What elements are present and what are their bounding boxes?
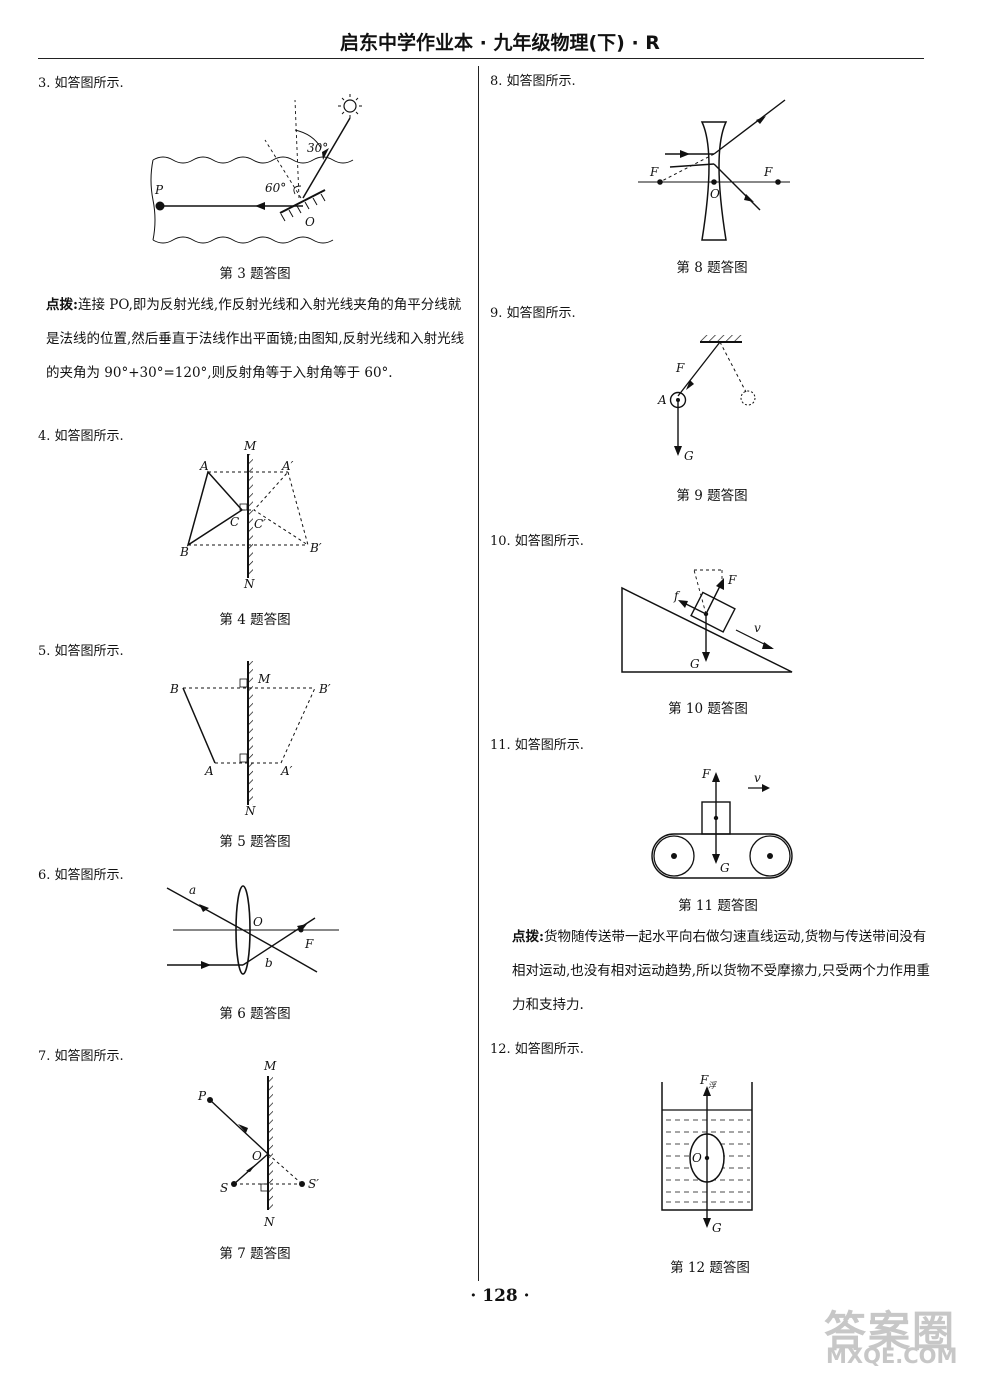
q4-label-c2: C′ (254, 517, 266, 531)
q11-caption: 第 11 题答图 (678, 898, 758, 914)
q6-label-b: b (265, 956, 273, 970)
q3-label-o: O (305, 215, 315, 229)
q3-angle-60: 60° (265, 181, 286, 195)
q4-figure: M N A B C A′ B′ C′ (179, 439, 322, 591)
page-header-title: 启东中学作业本 · 九年级物理(下) · R (340, 32, 660, 54)
q7-label-n: N (263, 1215, 275, 1229)
q4-label-c: C (230, 515, 239, 529)
q11-note-prefix: 点拨: (512, 929, 544, 945)
q10-figure: F f G v (621, 569, 793, 673)
q7-label-m: M (263, 1059, 277, 1073)
q11-figure: F G v (651, 767, 793, 879)
q4-label-a2: A′ (281, 459, 294, 473)
q5-caption: 第 5 题答图 (219, 834, 291, 850)
watermark-cn: 答案圈 (824, 1307, 957, 1356)
q6-label: 6. 如答图所示. (38, 868, 124, 883)
q5-label-b: B (169, 682, 179, 696)
q3-angle-30: 30° (307, 141, 328, 155)
q5-label: 5. 如答图所示. (38, 644, 124, 659)
q11-label-g: G (720, 861, 730, 875)
q4-label-m: M (243, 439, 257, 453)
q8-figure: F F O (638, 99, 790, 241)
q9-label-a: A (657, 393, 667, 407)
q7-label: 7. 如答图所示. (38, 1049, 124, 1064)
q6-label-a: a (189, 883, 196, 897)
q10-label-friction: f (673, 589, 681, 603)
header-rule (38, 58, 924, 59)
q11-label-v: v (754, 771, 761, 785)
watermark-en: MXQE.COM (826, 1344, 958, 1368)
q8-caption: 第 8 题答图 (676, 260, 748, 276)
q5-label-m: M (257, 672, 271, 686)
q4-label-n: N (243, 577, 255, 591)
q11-label: 11. 如答图所示. (490, 738, 584, 753)
q9-figure: F A G (657, 335, 756, 463)
q7-label-s: S (220, 1181, 228, 1195)
q12-label-f-sub: 浮 (708, 1081, 717, 1090)
q10-label: 10. 如答图所示. (490, 534, 584, 549)
page-number: · 128 · (470, 1286, 530, 1306)
q4-caption: 第 4 题答图 (219, 612, 291, 628)
q7-label-p: P (197, 1089, 207, 1103)
q12-label: 12. 如答图所示. (490, 1042, 584, 1057)
q5-label-b2: B′ (318, 682, 331, 696)
q11-note: 点拨:货物随传送带一起水平向右做匀速直线运动,货物与传送带间没有相对运动,也没有… (512, 920, 932, 1022)
q5-label-a2: A′ (280, 764, 293, 778)
q12-figure: F 浮 O G (661, 1073, 753, 1235)
q4-label: 4. 如答图所示. (38, 429, 124, 444)
q10-label-f: F (727, 573, 737, 587)
q12-label-f: F (699, 1073, 709, 1087)
q8-label-f-left: F (649, 165, 659, 179)
q6-caption: 第 6 题答图 (219, 1006, 291, 1022)
q4-label-a: A (199, 459, 209, 473)
watermark-logo: 答案圈 MXQE.COM (818, 1298, 998, 1373)
q8-label-o: O (710, 187, 720, 201)
q3-note-text: 连接 PO,即为反射光线,作反射光线和入射光线夹角的角平分线就是法线的位置,然后… (46, 297, 465, 381)
q3-note-prefix: 点拨: (46, 297, 78, 313)
q3-figure: P 30° 60° O (150, 94, 362, 244)
q7-caption: 第 7 题答图 (219, 1246, 291, 1262)
q11-note-text: 货物随传送带一起水平向右做匀速直线运动,货物与传送带间没有相对运动,也没有相对运… (512, 929, 930, 1013)
q9-label-g: G (684, 449, 694, 463)
q9-label: 9. 如答图所示. (490, 306, 576, 321)
q10-label-v: v (754, 621, 761, 635)
q3-label-p: P (154, 183, 164, 197)
q6-label-f: F (304, 937, 314, 951)
column-divider (478, 66, 479, 1281)
q4-label-b: B (179, 545, 189, 559)
q6-label-o: O (253, 915, 263, 929)
q5-label-n: N (244, 804, 256, 818)
q8-label-f-right: F (763, 165, 773, 179)
q4-label-b2: B′ (309, 541, 322, 555)
q11-label-f: F (701, 767, 711, 781)
q12-label-o: O (692, 1151, 702, 1165)
q3-label: 3. 如答图所示. (38, 76, 124, 91)
q12-label-g: G (712, 1221, 722, 1235)
q10-caption: 第 10 题答图 (668, 701, 748, 717)
q7-figure: M N P S S′ O (197, 1059, 319, 1229)
q12-caption: 第 12 题答图 (670, 1260, 750, 1276)
q9-label-f: F (675, 361, 685, 375)
q6-figure: a O b F (166, 883, 339, 975)
q5-label-a: A (204, 764, 214, 778)
q9-caption: 第 9 题答图 (676, 488, 748, 504)
q5-figure: M N B A B′ A′ (169, 661, 331, 818)
q3-note: 点拨:连接 PO,即为反射光线,作反射光线和入射光线夹角的角平分线就是法线的位置… (46, 288, 468, 390)
q7-label-o: O (252, 1149, 262, 1163)
sun-icon (338, 94, 362, 118)
q8-label: 8. 如答图所示. (490, 74, 576, 89)
q3-caption: 第 3 题答图 (219, 266, 291, 282)
q10-label-g: G (690, 657, 700, 671)
q7-label-s2: S′ (308, 1177, 319, 1191)
